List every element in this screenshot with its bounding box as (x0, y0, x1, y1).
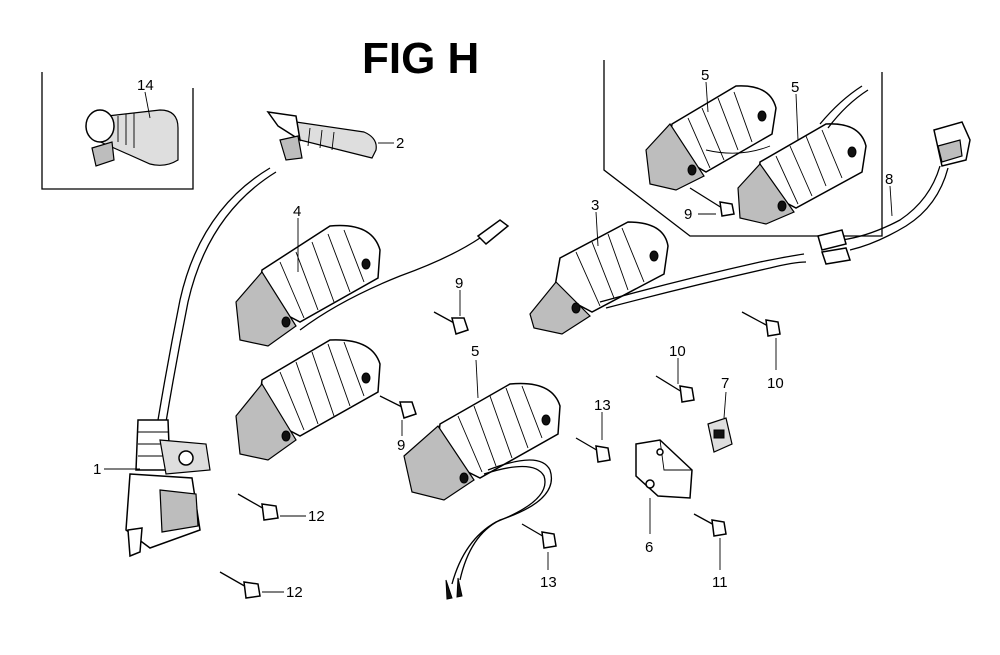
callout-12-lower: 12 (286, 584, 303, 601)
coil-4-terminal (476, 219, 510, 246)
bracket-6 (635, 439, 693, 499)
leader-8 (889, 185, 893, 217)
bolt-13-lower (521, 523, 557, 549)
callout-5-center: 5 (471, 343, 479, 360)
bolt-10-center (655, 375, 695, 403)
bolt-9-lower (379, 395, 417, 419)
spark-plug-cap-14 (85, 109, 179, 167)
callout-3: 3 (591, 197, 599, 214)
coil-3-leads (599, 253, 805, 303)
callout-10-center: 10 (669, 343, 686, 360)
callout-9-lower: 9 (397, 437, 405, 454)
ignition-coil-1 (125, 419, 211, 558)
callout-14: 14 (137, 77, 154, 94)
callout-5-inset-left: 5 (701, 67, 709, 84)
callout-11: 11 (712, 574, 728, 591)
ht-wire (157, 167, 271, 421)
inset-frame-14 (41, 72, 194, 190)
bolt-10-right (741, 311, 781, 337)
leader-7 (723, 391, 727, 419)
leader-3 (595, 211, 599, 247)
callout-7: 7 (721, 375, 729, 392)
exciter-coil-lower-left (235, 339, 381, 461)
bolt-12-lower (219, 571, 261, 599)
figure-title: FIG H (362, 34, 479, 83)
coil-5-leads (459, 459, 552, 581)
bolt-12-upper (237, 493, 279, 521)
lighting-coil-5-center (403, 382, 561, 501)
grommet-7 (707, 417, 733, 453)
coil-4-lead (299, 237, 481, 331)
callout-9-inset: 9 (684, 206, 692, 223)
callout-10-right: 10 (767, 375, 784, 392)
bolt-9-upper (433, 311, 469, 335)
callout-5-inset-right: 5 (791, 79, 799, 96)
callout-13-upper: 13 (594, 397, 611, 414)
spark-plug-cap-2 (266, 111, 377, 161)
callout-9-upper: 9 (455, 275, 463, 292)
lighting-coil-3 (529, 221, 669, 335)
inset-frame-alt-coils (603, 60, 883, 237)
callout-12-upper: 12 (308, 508, 325, 525)
leader-5b (795, 93, 799, 141)
callout-2: 2 (396, 135, 404, 152)
lighting-coil-5-inset-left (645, 85, 777, 191)
bolt-13-upper (575, 437, 611, 463)
callout-4: 4 (293, 203, 301, 220)
lighting-coil-5-inset-right (737, 123, 867, 225)
charge-coil-4 (235, 224, 381, 347)
connector-harness-8 (817, 121, 971, 265)
leader-5a (705, 81, 709, 113)
leader-14 (144, 91, 151, 119)
callout-1: 1 (93, 461, 101, 478)
callout-13-lower: 13 (540, 574, 557, 591)
callout-6: 6 (645, 539, 653, 556)
bolt-11 (693, 513, 727, 537)
leader-5c (475, 359, 479, 399)
bolt-9-inset (689, 187, 735, 217)
callout-8: 8 (885, 171, 893, 188)
